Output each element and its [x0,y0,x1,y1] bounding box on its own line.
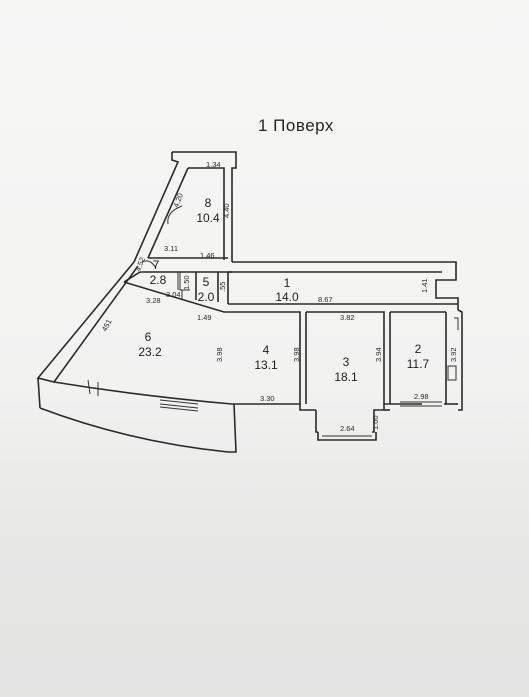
dim-label: 4.20 [171,192,184,209]
page-title: 1 Поверх [258,116,334,135]
dim-label: 1.41 [420,278,429,293]
dim-label: 3.28 [146,296,161,305]
outer-walls [36,151,463,453]
room-5-number: 5 [203,275,210,289]
room-6-number: 6 [145,330,152,344]
dim-label: 3.30 [260,394,275,403]
dim-label: 1.46 [200,251,215,260]
room-7-number: 7 [153,258,160,272]
dim-label: 3.11 [164,244,178,253]
room-4-number: 4 [263,343,270,357]
dim-label: 3.82 [340,313,355,322]
dim-label: 1.00 [371,415,380,430]
room-5-area: 2.0 [198,290,215,304]
dim-label: 4.40 [222,203,231,218]
room-3-number: 3 [343,355,350,369]
room-4-area: 13.1 [254,358,278,372]
dim-label: 3.04 [166,290,181,299]
dim-label: 2.64 [340,424,355,433]
room-2-area: 11.7 [407,357,430,371]
dim-label: 1.49 [197,313,212,322]
room-2-number: 2 [415,342,422,356]
dim-label: 8.67 [318,295,333,304]
room-3-area: 18.1 [334,370,358,384]
dim-label: 3.98 [292,347,301,362]
dim-label: 1.34 [206,160,221,169]
dim-label: 2.98 [414,392,429,401]
room-labels: 8 10.4 7 2.8 5 2.0 1 14.0 6 23.2 4 13.1 … [138,196,429,384]
room-8-area: 10.4 [196,211,220,225]
room-6-area: 23.2 [138,345,162,359]
room-8-number: 8 [205,196,212,210]
dim-label: 3.98 [215,347,224,362]
dim-label: 3.92 [449,347,458,362]
dim-label: 451 [100,318,114,333]
dim-label: .55 [218,282,227,292]
internal-walls [123,205,458,404]
dim-label: 1.50 [182,275,191,290]
dim-label: 3.94 [374,347,383,362]
room-1-number: 1 [284,276,291,290]
room-7-area: 2.8 [150,273,167,287]
room-1-area: 14.0 [275,290,299,304]
fixtures [179,272,459,381]
